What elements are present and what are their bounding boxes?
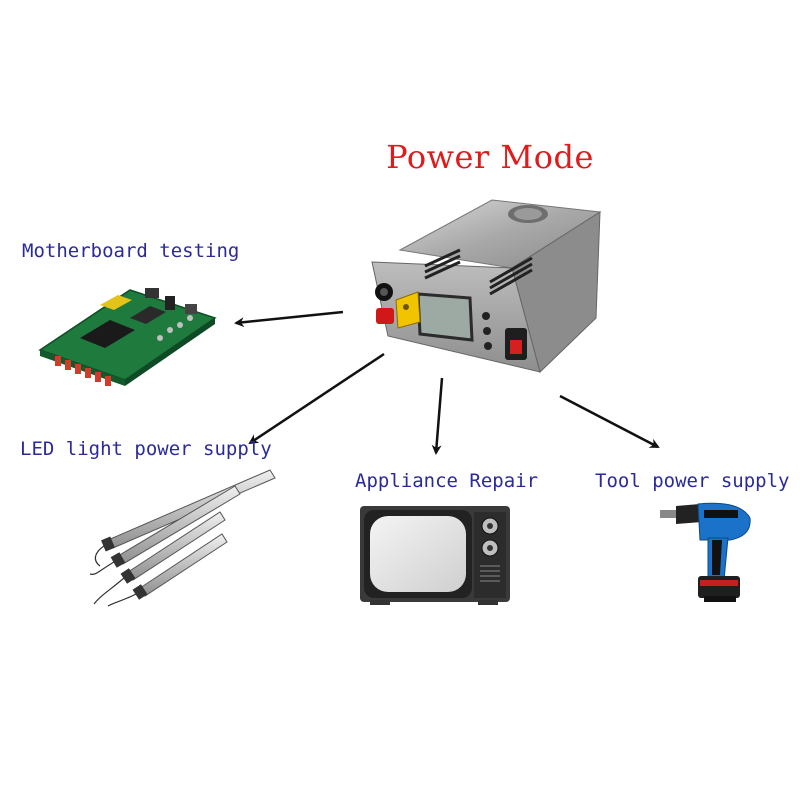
arrow-to-tool bbox=[559, 394, 660, 449]
label-appliance-repair: Appliance Repair bbox=[355, 470, 539, 492]
arrows bbox=[234, 310, 660, 455]
label-tool-power-supply: Tool power supply bbox=[595, 470, 790, 492]
crt-tv-image bbox=[360, 506, 510, 605]
arrow-to-appliance bbox=[431, 377, 444, 455]
arrow-to-led bbox=[248, 352, 385, 445]
arrow-to-motherboard bbox=[234, 310, 344, 328]
label-led-light-power-supply: LED light power supply bbox=[20, 438, 272, 460]
power-supply-image bbox=[371, 199, 602, 373]
diagram-title: Power Mode bbox=[386, 138, 594, 176]
label-motherboard-testing: Motherboard testing bbox=[22, 240, 240, 262]
led-light-bars-image bbox=[89, 469, 276, 607]
cordless-drill-image bbox=[660, 502, 751, 602]
motherboard-image bbox=[38, 288, 217, 386]
